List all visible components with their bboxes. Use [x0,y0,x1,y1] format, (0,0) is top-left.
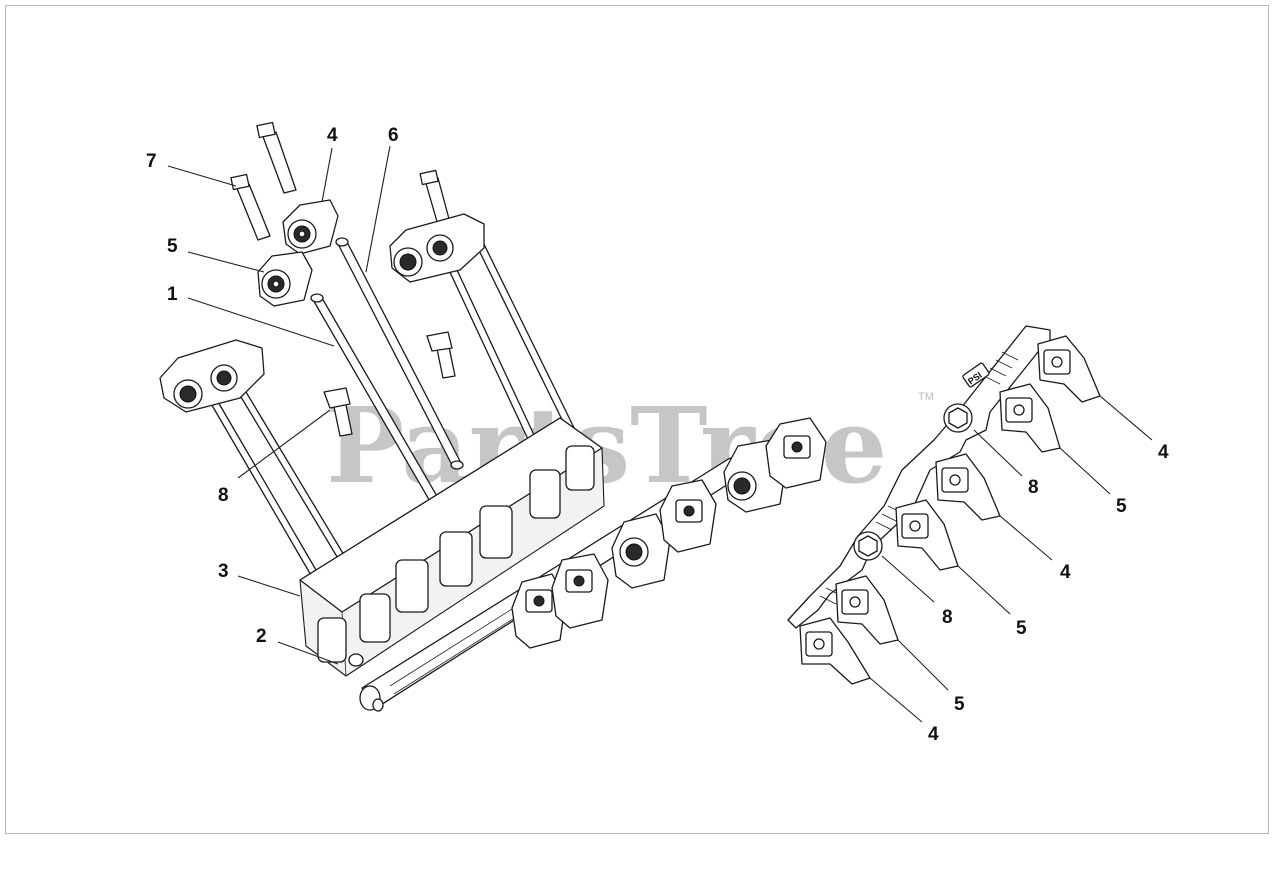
bolt-8-center [426,331,456,379]
plate-rocker-5-top [999,383,1061,453]
callout-5-upper: 5 [167,236,178,257]
callout-5-plate-low: 5 [954,694,965,715]
shaft-rocker-2 [551,553,609,629]
plate-rocker-5-low [835,575,899,645]
push-rod-6 [335,237,464,470]
bolt-7-a [230,173,271,241]
plate-rocker-5-mid [895,499,959,571]
watermark-tm-mark: TM [918,391,934,403]
plate-hex-bolt-lower [853,531,883,561]
callout-4-upper: 4 [327,125,338,146]
callout-labels: 7 4 6 5 1 8 3 2 4 8 5 4 8 5 5 4 [146,125,1169,745]
callout-5-plate-top: 5 [1116,496,1127,517]
rocker-base-3 [299,417,605,677]
plate-rocker-4-top [1037,335,1101,403]
callout-1: 1 [167,284,178,305]
shaft-rocker-4 [659,479,717,553]
left-rocker-assembly [159,121,827,712]
diagram-frame [5,5,1269,834]
plate-rocker-4-mid [935,453,1001,521]
callout-8-plate-lower: 8 [942,607,953,628]
rocker-arm-5-top [257,251,313,307]
plate-hex-bolt-upper [943,403,973,433]
plate-rocker-4-bottom [799,617,871,685]
callout-8-plate-upper: 8 [1028,477,1039,498]
callout-5-plate-mid: 5 [1016,618,1027,639]
rocker-arm-pair-left [159,339,265,413]
right-rocker-plate-assembly: PSI [787,325,1101,685]
bolt-8-left [323,387,353,437]
callout-4-plate-top: 4 [1158,442,1169,463]
callout-8-left: 8 [218,485,229,506]
callout-4-plate-bottom: 4 [928,724,939,745]
callout-3: 3 [218,561,229,582]
rocker-arm-pair-right [389,213,485,283]
bolt-7-b [256,121,297,194]
callout-2: 2 [256,626,267,647]
rocker-arm-4-top [282,199,339,255]
shaft-rocker-6 [765,417,827,489]
shaft-rocker-3 [611,513,671,589]
callout-6: 6 [388,125,399,146]
leader-lines [167,145,1153,723]
callout-4-plate-mid: 4 [1060,562,1071,583]
callout-7: 7 [146,151,157,172]
